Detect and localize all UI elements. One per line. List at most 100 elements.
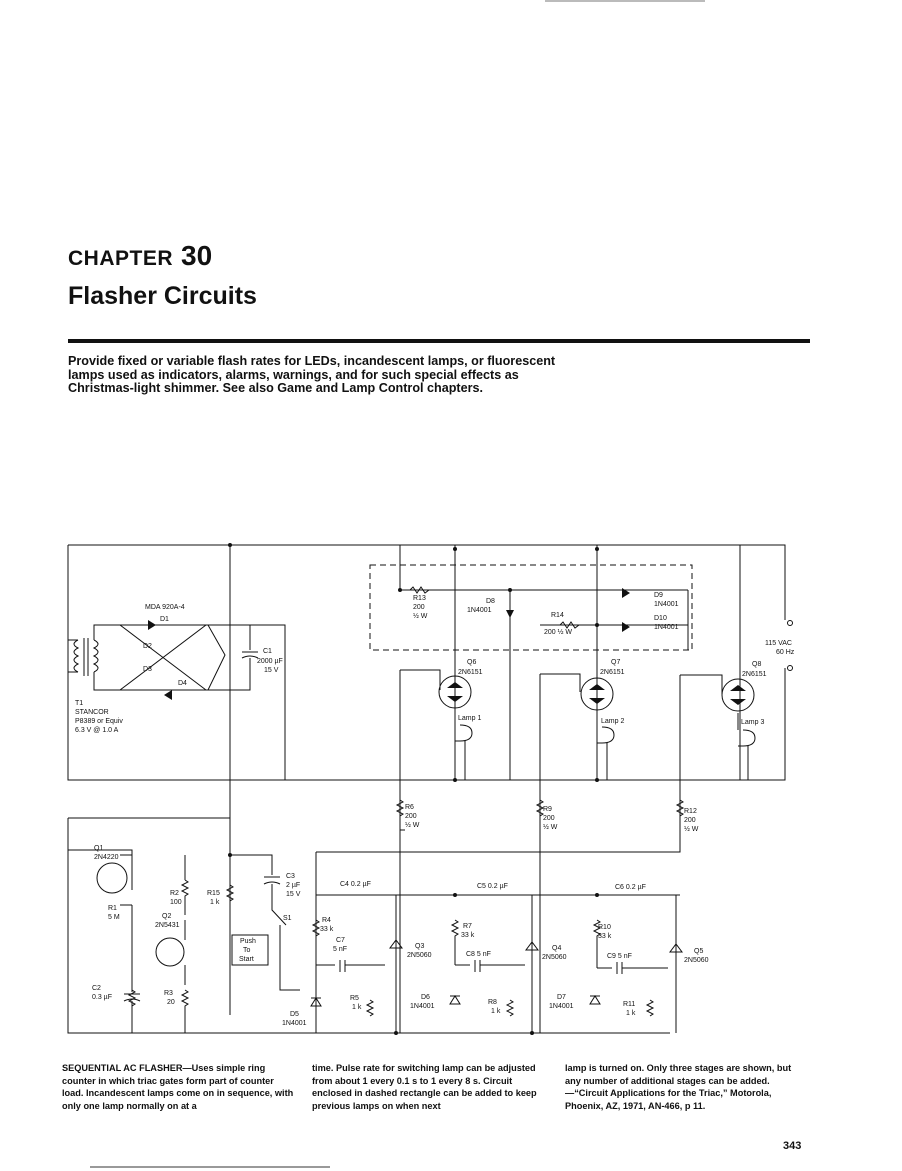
r15-value: 1 k — [210, 899, 220, 906]
r8-name: R8 — [488, 999, 497, 1006]
q3-part: 2N5060 — [407, 952, 432, 959]
page-number: 343 — [783, 1140, 802, 1152]
r8-value: 1 k — [491, 1008, 501, 1015]
r11-value: 1 k — [626, 1010, 636, 1017]
r7-name: R7 — [463, 923, 472, 930]
q1-name: Q1 — [94, 845, 103, 852]
d5-part: 1N4001 — [282, 1020, 307, 1027]
r4-name: R4 — [322, 917, 331, 924]
t1-maker: STANCOR — [75, 709, 109, 716]
d10-part: 1N4001 — [654, 624, 679, 631]
r6-power: ½ W — [405, 821, 420, 829]
t1-name: T1 — [75, 700, 83, 707]
r13-power: ½ W — [413, 612, 428, 620]
c6-label: C6 0.2 µF — [615, 884, 646, 891]
q8-name: Q8 — [752, 661, 761, 668]
caption-column-3: lamp is turned on. Only three stages are… — [565, 1063, 792, 1111]
scan-artifact-bottom — [90, 1166, 330, 1168]
d1-label: D1 — [160, 616, 169, 623]
c9-label: C9 5 nF — [607, 953, 632, 960]
d2-label: D2 — [143, 643, 152, 650]
q6-name: Q6 — [467, 659, 476, 666]
d8-part: 1N4001 — [467, 607, 492, 614]
caption-column-1: SEQUENTIAL AC FLASHER—Uses simple ring c… — [62, 1063, 294, 1111]
q1-part: 2N4220 — [94, 854, 119, 861]
c3-voltage: 15 V — [286, 891, 301, 898]
d7-name: D7 — [557, 994, 566, 1001]
d9-part: 1N4001 — [654, 601, 679, 608]
c1-value: 2000 µF — [257, 658, 283, 665]
r1-value: 5 M — [108, 914, 120, 921]
c2-value: 0.3 µF — [92, 994, 112, 1001]
bridge-label: MDA 920A-4 — [145, 604, 185, 611]
q7-part: 2N6151 — [600, 669, 625, 676]
r5-name: R5 — [350, 995, 359, 1002]
chapter-intro: Provide fixed or variable flash rates fo… — [68, 354, 556, 395]
c4-label: C4 0.2 µF — [340, 881, 371, 888]
r13-value: 200 — [413, 604, 425, 611]
c1-voltage: 15 V — [264, 667, 279, 674]
q2-part: 2N5431 — [155, 922, 180, 929]
d4-label: D4 — [178, 680, 187, 687]
t1-rating: 6.3 V @ 1.0 A — [75, 727, 119, 734]
r6-name: R6 — [405, 804, 414, 811]
r7-value: 33 k — [461, 932, 475, 939]
scan-artifact-top — [545, 0, 705, 2]
t1-part: P8389 or Equiv — [75, 718, 123, 725]
r3-value: 20 — [167, 999, 175, 1006]
r9-name: R9 — [543, 806, 552, 813]
r2-name: R2 — [170, 890, 179, 897]
q4-name: Q4 — [552, 945, 561, 952]
r4-value: 33 k — [320, 926, 334, 933]
d10-name: D10 — [654, 615, 667, 622]
r13-name: R13 — [413, 595, 426, 602]
c1-name: C1 — [263, 648, 272, 655]
q3-name: Q3 — [415, 943, 424, 950]
r14-value: 200 ½ W — [544, 628, 572, 636]
s1-label: S1 — [283, 915, 292, 922]
caption-column-2: time. Pulse rate for switching lamp can … — [312, 1063, 537, 1111]
q5-name: Q5 — [694, 948, 703, 955]
q5-part: 2N5060 — [684, 957, 709, 964]
r9-power: ½ W — [543, 823, 558, 831]
push-line1: Push — [240, 938, 256, 945]
r12-power: ½ W — [684, 825, 699, 833]
c7-name: C7 — [336, 937, 345, 944]
push-line2: To — [243, 947, 251, 954]
r9-value: 200 — [543, 815, 555, 822]
d5-name: D5 — [290, 1011, 299, 1018]
chapter-title: Flasher Circuits — [68, 282, 257, 310]
q7-name: Q7 — [611, 659, 620, 666]
c3-name: C3 — [286, 873, 295, 880]
d6-name: D6 — [421, 994, 430, 1001]
chapter-number: 30 — [181, 240, 213, 271]
r11-name: R11 — [623, 1001, 635, 1008]
q2-name: Q2 — [162, 913, 171, 920]
c7-value: 5 nF — [333, 946, 347, 953]
r5-value: 1 k — [352, 1004, 362, 1011]
r3-name: R3 — [164, 990, 173, 997]
r12-name: R12 — [684, 808, 697, 815]
r6-value: 200 — [405, 813, 417, 820]
d3-label: D3 — [143, 666, 152, 673]
lamp1-label: Lamp 1 — [458, 715, 481, 722]
push-line3: Start — [239, 956, 254, 963]
d8-name: D8 — [486, 598, 495, 605]
c2-name: C2 — [92, 985, 101, 992]
chapter-label: CHAPTER — [68, 247, 174, 270]
r15-name: R15 — [207, 890, 220, 897]
q6-part: 2N6151 — [458, 669, 483, 676]
title-rule — [68, 339, 810, 343]
c5-label: C5 0.2 µF — [477, 883, 508, 890]
r12-value: 200 — [684, 817, 696, 824]
chapter-heading: CHAPTER 30 — [68, 240, 212, 272]
d9-name: D9 — [654, 592, 663, 599]
d7-part: 1N4001 — [549, 1003, 574, 1010]
ac-frequency: 60 Hz — [776, 649, 795, 656]
lamp3-label: Lamp 3 — [741, 719, 764, 726]
q8-part: 2N6151 — [742, 671, 767, 678]
sequential-ac-flasher-schematic: MDA 920A-4 D1 D2 D3 D4 C1 2000 µF 15 V T… — [67, 543, 795, 1035]
r10-value: 33 k — [598, 933, 612, 940]
c3-value: 2 µF — [286, 882, 300, 889]
q4-part: 2N5060 — [542, 954, 567, 961]
